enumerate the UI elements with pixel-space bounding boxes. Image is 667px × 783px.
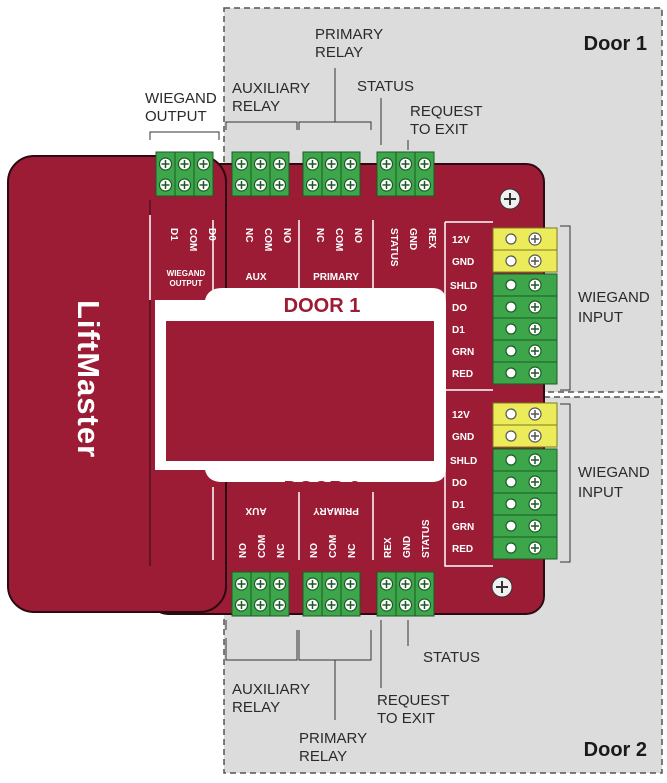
svg-text:12V: 12V (452, 410, 470, 421)
pin-label: NO (352, 228, 363, 243)
callout-status-bottom: STATUS (423, 649, 480, 666)
svg-text:D1: D1 (452, 325, 465, 336)
pin-label: REX (383, 537, 394, 558)
group-label-primary-bottom: PRIMARY (313, 505, 359, 516)
group-label-primary: PRIMARY (313, 272, 359, 283)
terminal-primary-relay-bottom[interactable] (302, 571, 361, 617)
terminal-wiegand-input-door2[interactable] (492, 402, 558, 560)
pin-label: D0 (206, 228, 217, 241)
svg-text:SHLD: SHLD (450, 456, 477, 467)
pin-label: GND (402, 536, 413, 558)
pin-label: GND (407, 228, 418, 250)
wiegand-inputs-label: WIEGAND INPUTS (431, 336, 442, 424)
pin-label: COM (257, 535, 268, 558)
pin-label: COM (328, 535, 339, 558)
pin-label: NC (276, 544, 287, 558)
svg-text:GND: GND (452, 432, 474, 443)
terminal-aux-relay-top[interactable] (231, 151, 290, 197)
pin-label: COM (333, 228, 344, 251)
group-label-aux: AUX (245, 272, 266, 283)
pin-label: STATUS (421, 519, 432, 558)
terminal-status-bottom[interactable] (376, 571, 435, 617)
svg-text:DO: DO (452, 303, 467, 314)
liftmaster-logo: LiftMaster (71, 300, 106, 458)
board-door2-label: DOOR 2 (284, 478, 361, 500)
svg-text:RED: RED (452, 369, 473, 380)
terminal-status-top[interactable] (376, 151, 435, 197)
top-pin-labels: D1 COM D0 NC COM NO NC COM NO STATUS GND… (168, 228, 437, 267)
door1-title: Door 1 (584, 33, 647, 55)
pin-label: COM (262, 228, 273, 251)
svg-text:12V: 12V (452, 235, 470, 246)
bottom-pin-labels: NO COM NC NO COM NC REX GND STATUS (238, 519, 432, 558)
pin-label: STATUS (388, 228, 399, 267)
pin-label: NC (347, 544, 358, 558)
callout-status-top: STATUS (357, 78, 414, 95)
terminal-primary-relay-top[interactable] (302, 151, 361, 197)
svg-text:DO: DO (452, 478, 467, 489)
pin-label: NO (281, 228, 292, 243)
pin-label: NC (243, 228, 254, 242)
side-pin-labels-door2: 12V GND SHLD DO D1 GRN RED (450, 410, 477, 555)
svg-text:GND: GND (452, 257, 474, 268)
board-door1-label: DOOR 1 (284, 295, 361, 317)
pin-label: D1 (168, 228, 179, 241)
svg-text:GRN: GRN (452, 522, 474, 533)
controller-board (7, 155, 545, 615)
terminal-aux-relay-bottom[interactable] (231, 571, 290, 617)
pin-label: REX (426, 228, 437, 249)
svg-text:D1: D1 (452, 500, 465, 511)
terminal-wiegand-output[interactable] (155, 151, 214, 197)
terminal-wiegand-input-door1[interactable] (492, 227, 558, 385)
pin-label: NO (238, 543, 249, 558)
pin-label: NO (309, 543, 320, 558)
side-pin-labels-door1: 12V GND SHLD DO D1 GRN RED (450, 235, 477, 380)
pin-label: NC (314, 228, 325, 242)
pin-label: COM (187, 228, 198, 251)
svg-text:RED: RED (452, 544, 473, 555)
callout-brackets (149, 68, 571, 720)
group-label-wiegand: WIEGAND (167, 269, 206, 278)
door2-title: Door 2 (584, 739, 647, 761)
svg-text:GRN: GRN (452, 347, 474, 358)
group-label-output: OUTPUT (170, 279, 203, 288)
svg-text:SHLD: SHLD (450, 281, 477, 292)
group-label-aux-bottom: AUX (245, 505, 266, 516)
